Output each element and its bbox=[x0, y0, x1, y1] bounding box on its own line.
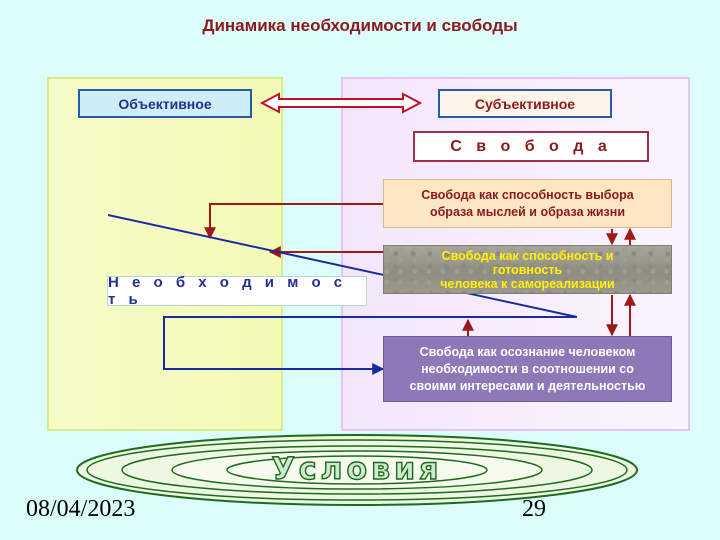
freedom-awareness-box: Свобода как осознание человеком необходи… bbox=[383, 336, 672, 402]
freedom-awareness-line1: Свобода как осознание человеком bbox=[419, 344, 636, 359]
freedom-box: С в о б о д а bbox=[413, 131, 649, 162]
freedom-awareness-line2: необходимости в соотношении со bbox=[421, 361, 634, 376]
diagonal-line bbox=[107, 214, 578, 318]
slide-title: Динамика необходимости и свободы bbox=[202, 16, 518, 35]
slide-date: 08/04/2023 bbox=[26, 496, 136, 522]
freedom-label: С в о б о д а bbox=[450, 137, 612, 155]
freedom-awareness-line3: своими интересами и деятельностью bbox=[409, 378, 646, 393]
bracket-line bbox=[163, 316, 577, 375]
subjective-box: Субъективное bbox=[438, 89, 612, 118]
freedom-ability-line2: готовность bbox=[492, 262, 563, 277]
freedom-choice-line1: Свобода как способность выбора bbox=[421, 187, 634, 202]
double-arrow bbox=[259, 92, 423, 114]
freedom-choice-box: Свобода как способность выбора образа мы… bbox=[383, 179, 672, 228]
arrow-choice-to-objective bbox=[204, 203, 383, 240]
subjective-label: Субъективное bbox=[474, 95, 576, 112]
objective-label: Объективное bbox=[118, 95, 212, 112]
objective-box: Объективное bbox=[78, 89, 252, 118]
objective-panel bbox=[47, 77, 283, 431]
necessity-box: Н е о б х о д и м о с т ь bbox=[107, 274, 367, 308]
conditions-text: Условия bbox=[272, 452, 443, 487]
conditions-emblem: Условия bbox=[76, 434, 638, 506]
freedom-choice-line2: образа мыслей и образа жизни bbox=[429, 204, 626, 219]
freedom-ability-line3: человека к самореализации bbox=[440, 276, 615, 291]
freedom-ability-line1: Свобода как способность и bbox=[441, 248, 614, 263]
freedom-ability-box: Свобода как способность и готовность чел… bbox=[383, 245, 672, 294]
necessity-label: Н е о б х о д и м о с т ь bbox=[108, 274, 347, 308]
slide-number: 29 bbox=[522, 496, 546, 522]
